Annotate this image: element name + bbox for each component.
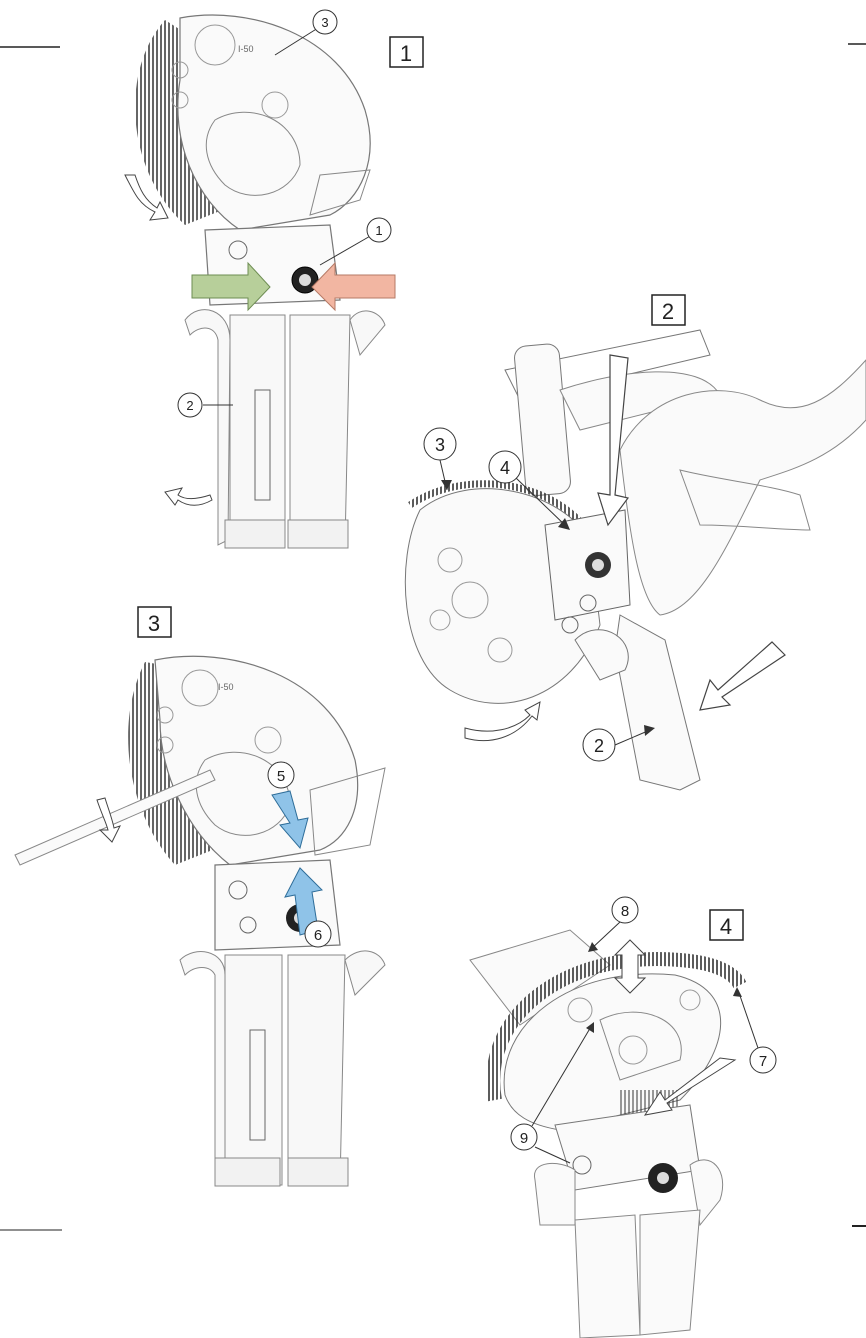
callout-4: 4 [500, 458, 510, 478]
callout-leader [738, 990, 758, 1048]
callout-9: 9 [520, 1130, 528, 1147]
rotate-arrow-icon [465, 702, 540, 741]
callout-1: 1 [375, 223, 382, 238]
step3-figure: I-50 [15, 656, 385, 1186]
callout-8: 8 [621, 903, 629, 920]
step-label-1: 1 [400, 41, 412, 66]
step2-figure [405, 330, 866, 790]
callout-3: 3 [435, 435, 445, 455]
rotate-arrow-icon [165, 488, 212, 505]
callout-7: 7 [759, 1053, 767, 1070]
callout-3: 3 [321, 15, 328, 30]
push-direction-arrow [700, 642, 785, 710]
step-label-4: 4 [720, 914, 732, 939]
step-label-3: 3 [148, 611, 160, 636]
callout-2: 2 [186, 398, 193, 413]
tool-marking: I-50 [238, 44, 254, 54]
callout-5: 5 [277, 768, 285, 785]
callout-6: 6 [314, 927, 322, 944]
tool-marking: I-50 [218, 682, 234, 692]
step-label-2: 2 [662, 299, 674, 324]
callout-2: 2 [594, 736, 604, 756]
step4-figure [470, 930, 740, 1338]
